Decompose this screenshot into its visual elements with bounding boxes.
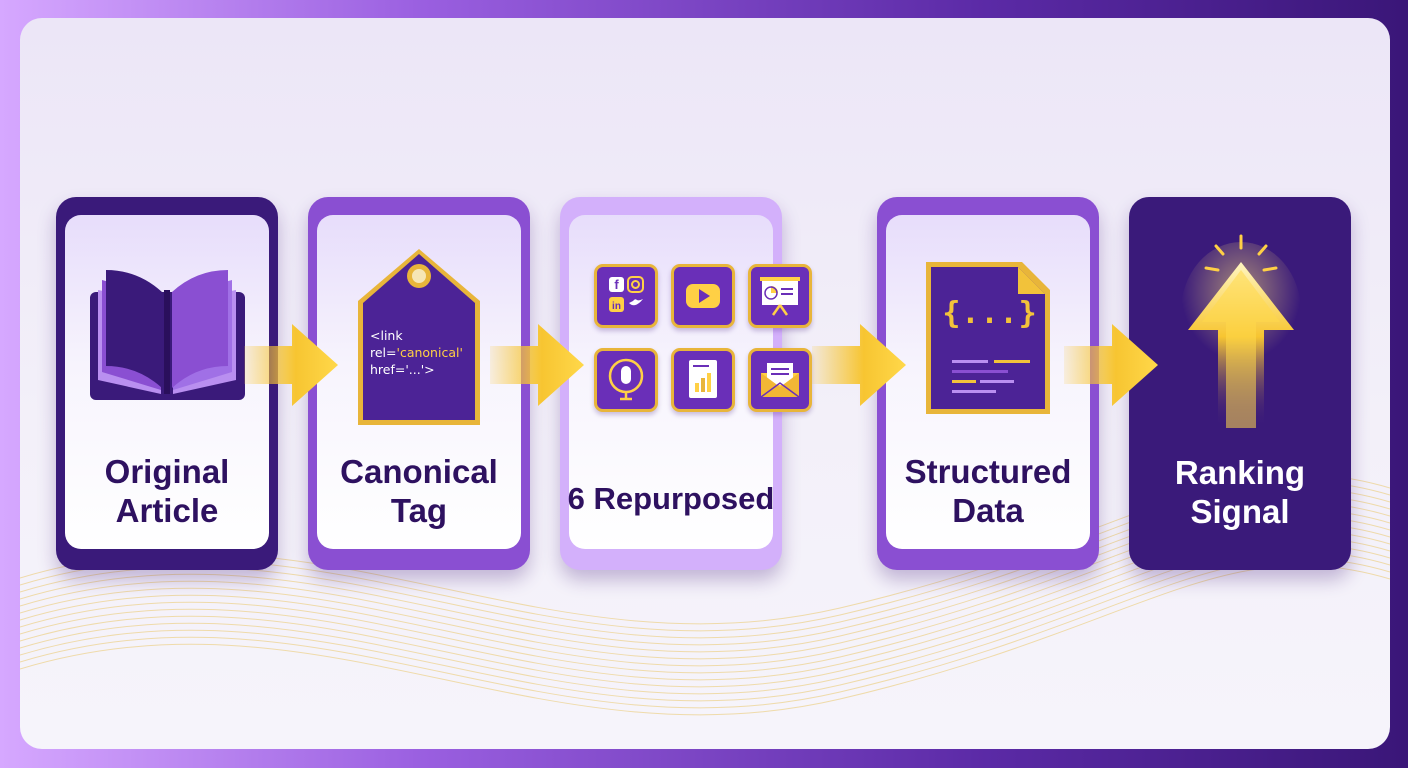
presentation-icon <box>748 264 812 328</box>
email-newsletter-icon <box>748 348 812 412</box>
step-label-line1: Structured <box>904 453 1072 490</box>
code-attr: rel= <box>370 345 397 360</box>
arrow-3 <box>812 324 906 406</box>
code-line-2: rel='canonical' <box>370 344 490 361</box>
svg-text:f: f <box>614 277 619 292</box>
step-label-line1: Canonical <box>340 453 498 490</box>
step-label-line2: Tag <box>390 492 448 529</box>
json-document-icon <box>926 262 1050 414</box>
json-braces: {...} <box>942 296 1038 331</box>
step-label-line2: Data <box>952 492 1024 529</box>
glowing-up-arrow-icon <box>1181 234 1301 428</box>
step-label-line2: Article <box>115 492 219 529</box>
svg-text:in: in <box>612 301 621 312</box>
step-label-line1: Original <box>104 453 230 490</box>
video-play-icon <box>671 264 735 328</box>
wave-line <box>20 551 1390 702</box>
arrow-4 <box>1064 324 1158 406</box>
wave-line <box>20 558 1390 709</box>
arrow-2 <box>490 324 584 406</box>
podcast-mic-icon <box>594 348 658 412</box>
step-label-line1: Ranking <box>1174 454 1306 491</box>
step-label: Structured Data <box>877 452 1099 530</box>
code-line-1: <link <box>370 328 403 343</box>
step-label: Original Article <box>56 452 278 530</box>
canonical-code-snippet: <link rel='canonical' href='...'> <box>370 327 490 378</box>
social-media-icon: f in <box>594 264 658 328</box>
step-label: Canonical Tag <box>308 452 530 530</box>
open-book-icon <box>90 270 245 400</box>
report-chart-icon <box>671 348 735 412</box>
step-label: 6 Repurposed <box>567 481 775 516</box>
step-label-line2: Signal <box>1190 493 1290 530</box>
code-value: 'canonical' <box>396 345 463 360</box>
step-label: Ranking Signal <box>1129 453 1351 531</box>
wave-line <box>20 565 1390 716</box>
price-tag-icon <box>358 249 480 425</box>
arrow-1 <box>244 324 338 406</box>
code-line-3: href='...'> <box>370 362 435 377</box>
